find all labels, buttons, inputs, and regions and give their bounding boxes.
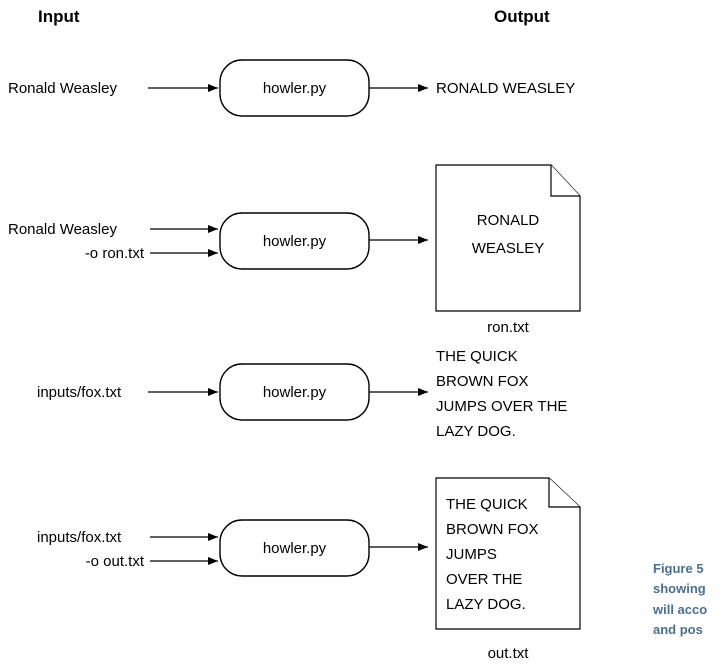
- output-file-line: WEASLEY: [472, 240, 545, 257]
- output-file-line: THE QUICK: [446, 496, 528, 513]
- output-text: RONALD WEASLEY: [436, 80, 575, 97]
- output-text-line: LAZY DOG.: [436, 423, 516, 440]
- program-label: howler.py: [263, 384, 327, 401]
- figure-caption: Figure 5 showing will acco and pos: [652, 561, 707, 637]
- input-argument: Ronald Weasley: [8, 221, 117, 238]
- input-argument: inputs/fox.txt: [37, 529, 122, 546]
- example-row-3: inputs/fox.txt howler.py THE QUICK BROWN…: [37, 348, 567, 440]
- program-box: [219, 519, 370, 577]
- output-file-name: ron.txt: [487, 319, 530, 336]
- output-text-line: BROWN FOX: [436, 373, 529, 390]
- output-text-line: JUMPS OVER THE: [436, 398, 567, 415]
- program-box: [219, 212, 370, 270]
- output-file-icon: [435, 477, 581, 630]
- program-label: howler.py: [263, 233, 327, 250]
- input-argument: inputs/fox.txt: [37, 384, 122, 401]
- output-text-line: THE QUICK: [436, 348, 518, 365]
- output-file-line: JUMPS: [446, 546, 497, 563]
- example-row-1: Ronald Weasley howler.py RONALD WEASLEY: [8, 59, 575, 117]
- caption-line: and pos: [653, 622, 703, 637]
- input-option: -o ron.txt: [85, 245, 145, 262]
- example-row-4: inputs/fox.txt -o out.txt howler.py THE …: [37, 477, 581, 662]
- output-file-line: OVER THE: [446, 571, 522, 588]
- caption-line: will acco: [652, 602, 707, 617]
- input-argument: Ronald Weasley: [8, 80, 117, 97]
- output-file-icon: [435, 164, 581, 312]
- output-file-line: RONALD: [477, 212, 540, 229]
- program-label: howler.py: [263, 80, 327, 97]
- output-file-line: BROWN FOX: [446, 521, 539, 538]
- output-file-name: out.txt: [488, 645, 530, 662]
- program-label: howler.py: [263, 540, 327, 557]
- example-row-2: Ronald Weasley -o ron.txt howler.py RONA…: [8, 164, 581, 336]
- input-column-header: Input: [38, 7, 80, 26]
- input-option: -o out.txt: [86, 553, 145, 570]
- caption-line: Figure 5: [653, 561, 704, 576]
- caption-line: showing: [653, 581, 706, 596]
- output-file-line: LAZY DOG.: [446, 596, 526, 613]
- output-column-header: Output: [494, 7, 550, 26]
